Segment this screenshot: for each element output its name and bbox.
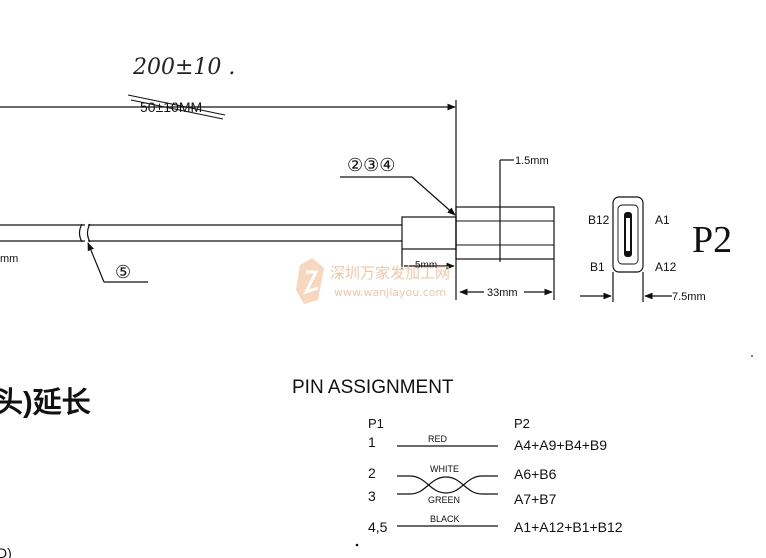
cable-break [86,223,91,243]
pin-b12-label: B12 [588,213,610,227]
wire-label-white: WHITE [430,464,459,474]
plug-end-tongue-slot [626,218,630,251]
dim-33: 33mm [487,287,518,299]
pin-b1-label: B1 [590,260,605,274]
strain-relief [401,216,457,250]
wire-white [397,475,498,494]
wire-green [397,476,498,495]
strike-line [130,99,224,120]
left-fragment: D) [0,545,12,558]
pin-row-p2: A6+B6 [514,466,557,482]
handwritten-length: 200±10 . [132,55,235,80]
callout-234: ②③④ [347,155,395,175]
pin-row-p1: 2 [368,465,376,481]
callout-5-leader [87,242,105,283]
callout-5: ⑤ [115,262,131,282]
wire-label-black: BLACK [430,514,460,524]
pin-row-p2: A1+A12+B1+B12 [514,519,623,535]
pin-assignment-title: PIN ASSIGNMENT [292,377,454,398]
pin-a12-label: A12 [655,260,677,274]
dim-1-5: 1.5mm [515,155,549,167]
partial-mm-label: mm [0,253,18,265]
wire-label-red: RED [428,434,448,444]
pin-row-p2: A7+B7 [514,491,557,507]
plug-end-outline [612,196,644,273]
left-title: 头)延长 [0,386,92,419]
cable-break [78,223,83,243]
pin-row-p1: 3 [368,488,376,504]
dim-5: 5mm [415,260,437,271]
speck [751,355,753,357]
p1-header: P1 [368,416,384,431]
pin-row-p1: 1 [368,434,376,450]
pin-row-p1: 4,5 [368,519,388,535]
dim-7-5: 7.5mm [672,291,706,303]
plug-end-inner [617,204,639,265]
overmold [455,206,555,260]
watermark-url: www.wanjiayou.com [334,286,446,299]
callout-leader [411,176,456,216]
printed-length: 50±10MM [140,99,202,115]
wire-label-green: GREEN [428,495,460,505]
speck [355,543,359,547]
strike-line [127,94,226,116]
p2-header: P2 [514,416,530,431]
pin-row-p2: A4+A9+B4+B9 [514,437,607,453]
watermark-cn: 深圳万家发加工网 [330,264,450,282]
pin-a1-label: A1 [655,213,670,227]
watermark-logo-mark [303,270,319,295]
plug-label-p2: P2 [692,219,732,261]
dim-33-gap [484,285,524,299]
